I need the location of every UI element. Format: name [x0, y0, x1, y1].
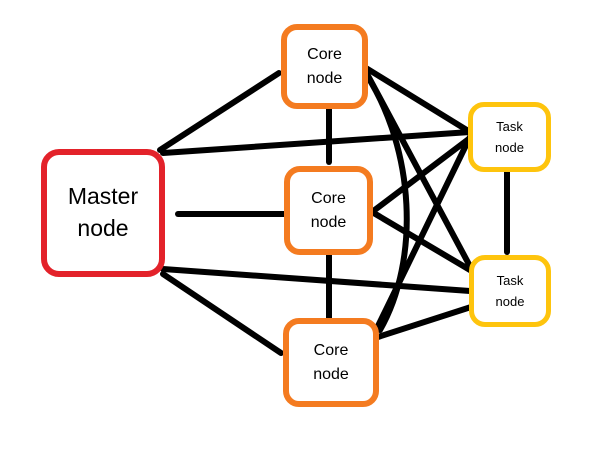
core-node-3: Core node: [283, 318, 379, 407]
edge-master-task-2: [160, 266, 473, 294]
core-node-2: Core node: [284, 166, 373, 255]
edge-core-1-task-1: [363, 65, 473, 135]
master-node: Master node: [41, 149, 165, 277]
task-node-2-label: Task node: [495, 272, 525, 309]
core-node-1-label: Core node: [306, 45, 343, 87]
task-node-1: Task node: [468, 102, 551, 172]
core-node-1: Core node: [281, 24, 368, 109]
edge-master-core-3: [160, 271, 284, 356]
task-node-1-label: Task node: [495, 118, 524, 155]
edge-core-2-task-1: [369, 135, 473, 215]
edge-master-task-1: [160, 129, 473, 156]
master-node-label: Master node: [67, 183, 139, 241]
task-node-2: Task node: [469, 255, 551, 327]
edge-master-core-1: [157, 70, 282, 153]
core-node-2-label: Core node: [310, 189, 347, 231]
edge-core-3-task-2: [375, 304, 474, 340]
edge-core-3-task-1: [375, 134, 473, 329]
core-node-3-label: Core node: [313, 341, 349, 383]
